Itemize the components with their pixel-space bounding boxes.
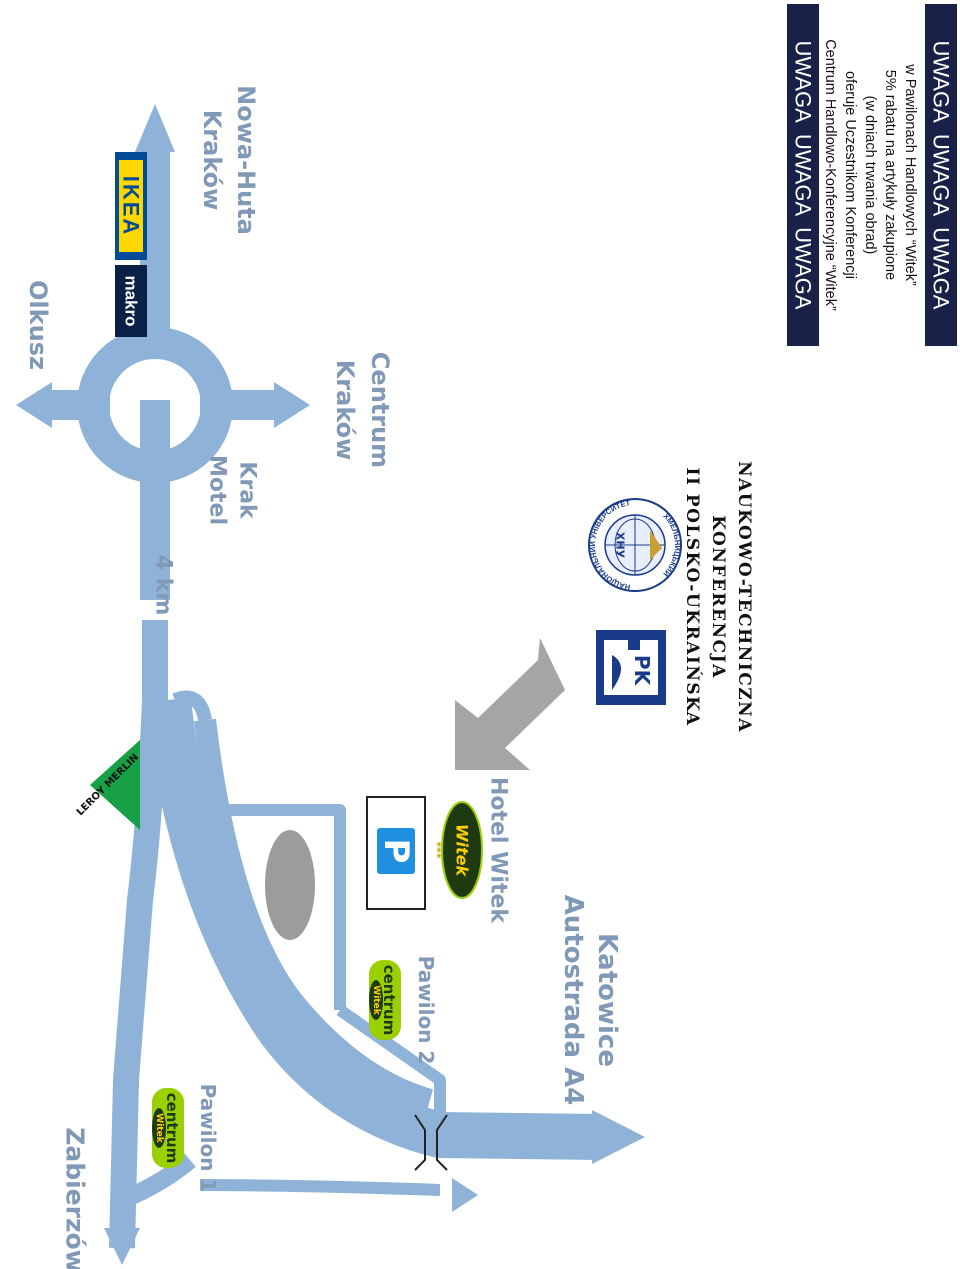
parking-sign: P [366,796,426,910]
map-labels: Zabierzów Pawilon 1 Pawilon 2 Autostrada… [24,85,622,1269]
label-pawilon-2: Pawilon 2 [414,956,438,1065]
road-inner [194,718,434,1111]
banner-line-5: w Pawilonach Handlowych “Witek” [902,63,918,286]
banner-top-bar [787,4,819,346]
banner-top-text: UWAGA UWAGA UWAGA [791,41,816,310]
khnu-seal-logo: ХНУ НАЦІОНАЛЬНИЙ УНІВЕРСИТЕТ ХМЕЛЬНИЦЬКИ… [588,498,682,592]
label-hotel-witek: Hotel Witek [486,777,511,924]
label-autostrada: Autostrada A4 [558,895,588,1106]
banner-line-3: (w dniach trwania obrad) [862,96,878,255]
arrow-nowa-huta [135,104,175,152]
witek-text: Witek [371,985,381,1015]
ikea-text: IKEA [119,176,144,237]
label-motel: Motel [205,455,230,525]
conference-line-3: NAUKOWO-TECHNICZNA [734,461,754,733]
arrow-krakow-centrum [274,382,310,428]
parking-letter: P [376,839,416,864]
makro-logo: makro [115,265,147,337]
centrum-logo-pawilon-2: centrum Witek [369,960,401,1040]
banner-bottom-bar [925,4,957,346]
banner-line-4: 5% rabatu na artykuły zakupione [882,70,898,280]
centrum-logo-pawilon-1: centrum Witek [152,1088,184,1168]
label-olkusz: Olkusz [24,280,52,370]
banner-bottom-text: UWAGA UWAGA UWAGA [929,41,954,310]
road-autostrada [145,697,601,1160]
roundabout [77,327,233,483]
conference-line-1: II POLSKO-UKRAIŃSKA [682,468,703,727]
road-link-left [118,1153,196,1209]
banner-line-1: Centrum Handlowo-Konferencyjne “Witek” [822,39,838,311]
label-distance: 4 km [151,555,176,616]
road-link-bottom [199,1179,441,1196]
road-parking [210,804,346,1010]
ikea-logo: IKEA [115,152,147,260]
bridge-mark-left [414,1114,426,1171]
pk-letters: PK [630,655,654,687]
parking-square [377,828,415,874]
label-krakow-nh-2: Nowa-Huta [232,85,260,235]
arrow-olkusz [16,382,52,428]
pk-logo: PK [596,630,666,705]
banner-line-2: oferuje Uczestnikom Konferencji [842,71,858,279]
hotel-logo-text: Witek [453,824,472,878]
witek-text: Witek [154,1113,164,1143]
arrow-zabierzow [104,1228,140,1265]
khnu-center-text: ХНУ [614,532,627,559]
label-katowice: Katowice [592,933,622,1067]
label-krakow-nh-1: Kraków [198,110,226,211]
conference-line-2: KONFERENCJA [708,515,728,679]
road-network [16,104,645,1265]
arrow-link [452,1178,478,1212]
hotel-stars: *** [431,841,444,859]
label-krakow-centrum-2: Centrum [366,352,394,468]
grey-oval-landmark [265,830,315,940]
conference-title: II POLSKO-UKRAIŃSKA KONFERENCJA NAUKOWO-… [682,461,754,733]
label-pawilon-1: Pawilon 1 [196,1084,220,1193]
label-krakow-centrum-1: Kraków [331,360,359,461]
label-zabierzow: Zabierzów [61,1127,90,1269]
hotel-witek-logo: Witek [441,801,483,899]
arrow-katowice [592,1110,645,1164]
centrum-text: centrum [380,965,398,1036]
label-krak: Krak [235,461,260,520]
leroy-merlin-logo: LEROY MERLIN [75,740,141,830]
bridge-mark-right [436,1114,448,1171]
makro-text: makro [122,275,141,326]
hotel-pointer-arrow [455,638,565,770]
road-loop [172,690,212,722]
discount-banner: UWAGA UWAGA UWAGA Centrum Handlowo-Konfe… [787,4,957,346]
centrum-text: centrum [163,1093,181,1164]
